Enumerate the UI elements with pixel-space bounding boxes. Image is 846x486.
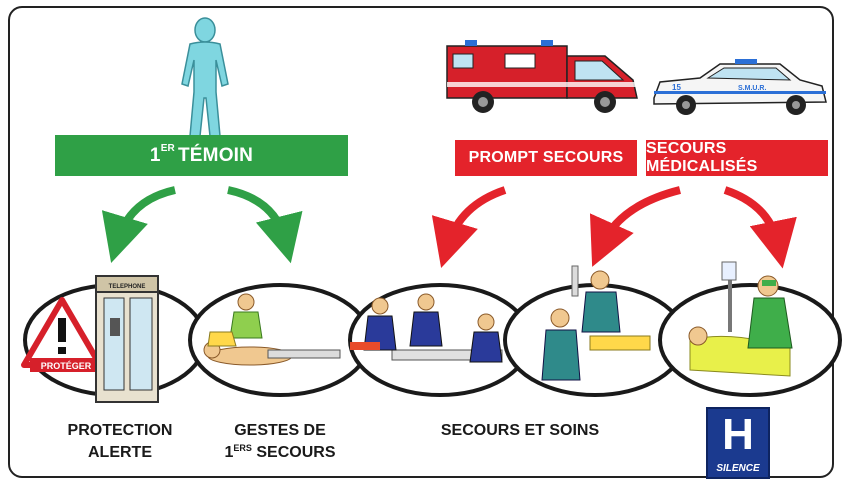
ambulance-number: 15 [672, 83, 681, 92]
hospital-letter: H [722, 410, 754, 459]
witness-figure [181, 17, 229, 137]
premiers-secours-line: 1ERS SECOURS [205, 442, 355, 465]
secours-medicalises-banner: SECOURS MÉDICALISÉS [646, 140, 828, 176]
hospital-scene-image [688, 261, 793, 377]
phone-booth-image [95, 275, 159, 403]
protection-alerte-label: PROTECTION ALERTE [50, 420, 190, 464]
proteger-label-box [30, 358, 102, 372]
first-witness-superscript: ER [160, 143, 175, 154]
silence-text: SILENCE [716, 463, 760, 474]
gestes-superscript: ERS [233, 443, 252, 453]
gestes-secours-word: SECOURS [251, 444, 336, 461]
arrow-medical-to-soins [589, 186, 681, 267]
protection-line: PROTECTION [67, 422, 173, 439]
prompt-secours-banner: PROMPT SECOURS [455, 140, 637, 176]
hospital-silence-sign: H SILENCE [706, 407, 770, 479]
gestes-label: GESTES DE 1ERS SECOURS [205, 420, 355, 465]
fire-truck-image [446, 40, 638, 113]
first-witness-number: 1 [149, 144, 161, 166]
arrow-to-protection [101, 186, 176, 263]
smur-car-image: 15 S.M.U.R. [653, 59, 827, 115]
rescue-team-scene-image [350, 293, 503, 363]
first-aid-scene-image [203, 293, 341, 366]
smur-text: S.M.U.R. [738, 85, 766, 92]
gestes-line: GESTES DE [234, 422, 326, 439]
arrow-to-gestes [227, 186, 303, 264]
gestes-number: 1 [224, 444, 234, 461]
arrow-medical-to-hospital [723, 186, 797, 269]
first-witness-word: TÉMOIN [177, 144, 254, 166]
telephone-text: TELEPHONE [109, 284, 146, 290]
secours-et-soins-label: SECOURS ET SOINS [440, 422, 600, 439]
proteger-text: PROTÉGER [41, 361, 92, 371]
medical-team-scene-image [541, 265, 651, 381]
alerte-line: ALERTE [88, 444, 152, 461]
arrow-prompt-to-soins [431, 186, 507, 268]
